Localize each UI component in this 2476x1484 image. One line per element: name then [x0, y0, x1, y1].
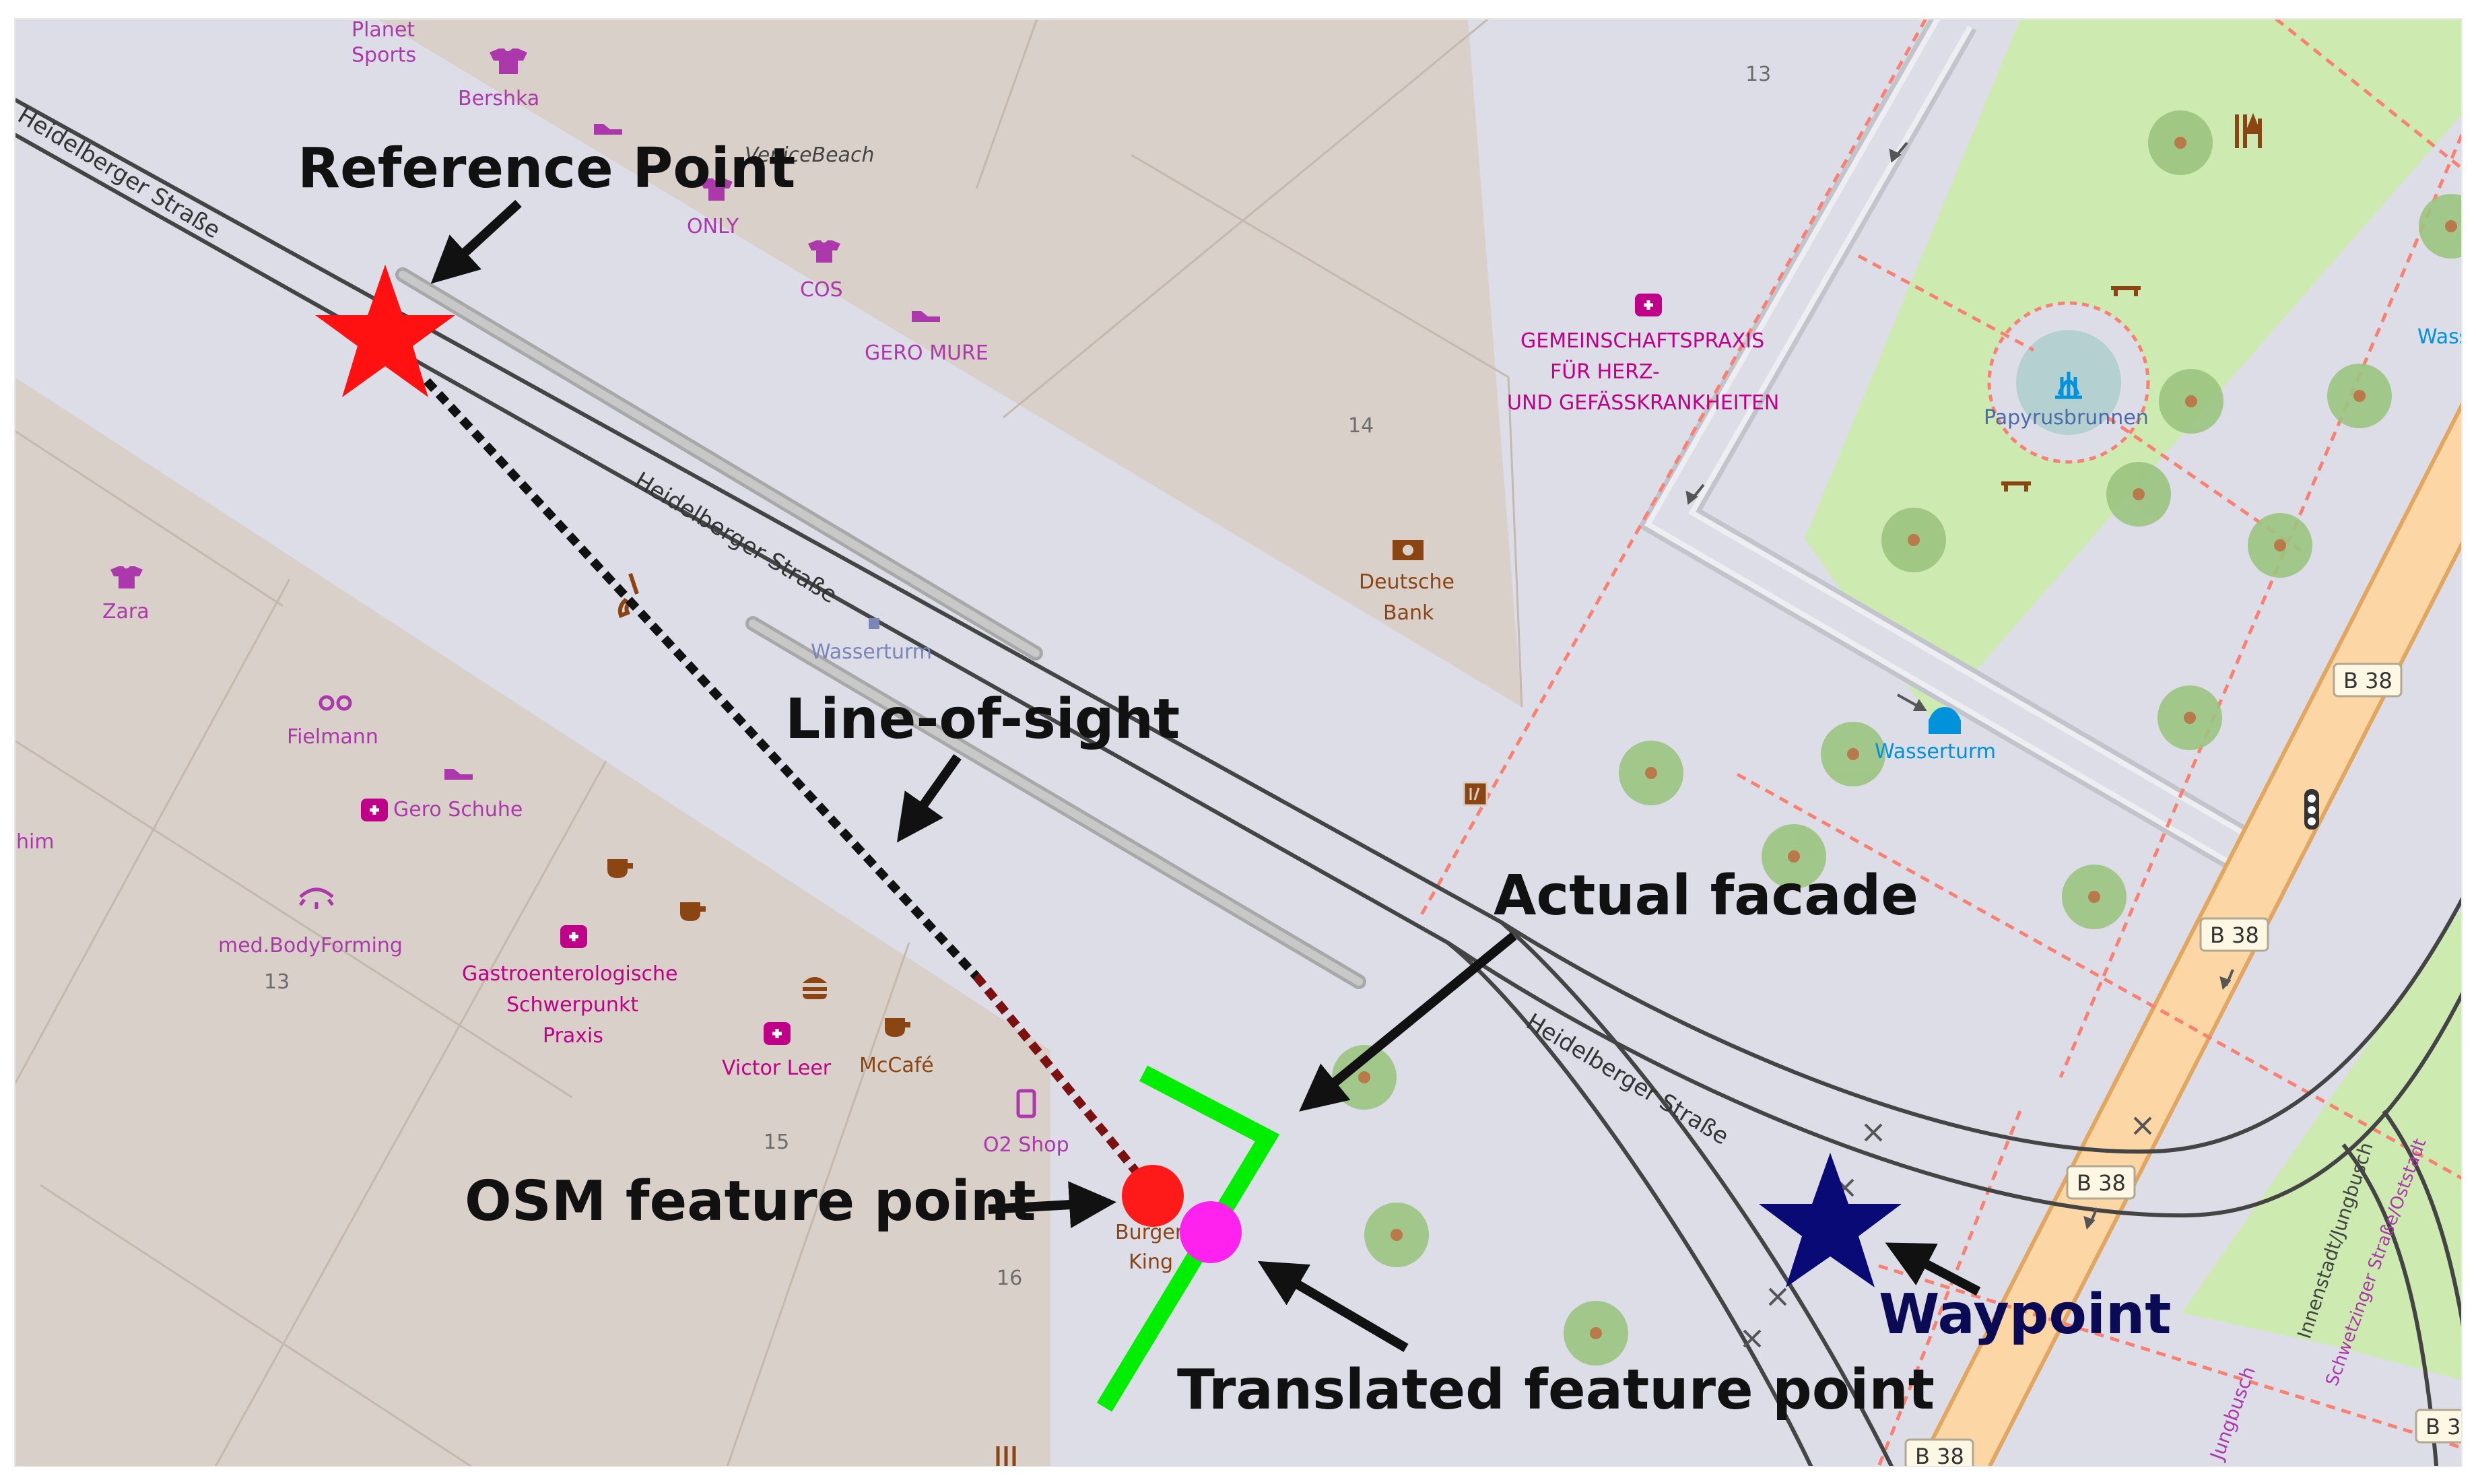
shoe-shop-icon — [594, 124, 622, 135]
poi-label: Wasserturm — [1875, 740, 1996, 764]
house-number: 15 — [764, 1131, 789, 1154]
bench-icon — [2001, 481, 2031, 492]
label-line-of-sight: Line-of-sight — [785, 687, 1180, 751]
clothes-shop-icon — [110, 566, 143, 588]
poi-icons — [110, 48, 2319, 1466]
arrow-line-of-sight — [896, 753, 962, 843]
clothes-shop-icon — [700, 178, 733, 201]
poi-label: Fielmann — [287, 725, 378, 749]
doctor-icon — [361, 799, 388, 821]
poi-label: FÜR HERZ- — [1550, 360, 1660, 384]
house-number: 16 — [997, 1267, 1022, 1290]
cafe-icon — [680, 902, 706, 921]
cafe-icon — [607, 859, 633, 878]
osm-feature-point[interactable] — [1122, 1165, 1184, 1227]
line-of-sight-near — [424, 378, 980, 980]
fast-food-icon — [803, 977, 827, 999]
traffic-signals-icon — [2304, 789, 2319, 830]
bank-icon — [1393, 540, 1424, 560]
poi-label: VeniceBeach — [745, 143, 874, 167]
restaurant-icon — [996, 1446, 1016, 1466]
poi-label: King — [1129, 1250, 1173, 1274]
road-shield: B 38 — [1904, 1438, 1974, 1469]
clothes-shop-icon — [808, 240, 840, 263]
poi-label: UND GEFÄSSKRANKHEITEN — [1507, 391, 1779, 415]
oneway-arrow-icon — [1685, 141, 2234, 1230]
poi-label: GERO MURE — [865, 341, 989, 365]
reference-point-star[interactable] — [315, 265, 455, 397]
poi-label: him — [16, 830, 55, 854]
arrow-translated-feature-point — [1257, 1260, 1409, 1353]
road-shield: B 38 — [2415, 1409, 2475, 1444]
poi-label: Zara — [102, 600, 149, 623]
line-of-sight-far — [972, 973, 1156, 1194]
tram-rail-north — [15, 98, 2462, 1154]
poi-label: Wasserturm — [811, 640, 932, 664]
house-number: 13 — [264, 970, 290, 994]
poi-label: McCafé — [859, 1054, 934, 1077]
cafe-icon — [885, 1018, 910, 1037]
road-shield: B 38 — [2199, 917, 2269, 952]
poi-label: Deutsche — [1359, 570, 1454, 594]
road-shield: B 38 — [2066, 1165, 2136, 1200]
svg-text:B 38: B 38 — [2343, 668, 2393, 694]
actual-facade — [1096, 1065, 1280, 1412]
poi-label: Praxis — [543, 1024, 603, 1048]
svg-text:B 38: B 38 — [2077, 1170, 2126, 1196]
label-waypoint: Waypoint — [1879, 1283, 2172, 1347]
beauty-icon — [299, 887, 334, 909]
poi-label: Papyrusbrunnen — [1984, 406, 2149, 430]
doctor-icon — [1635, 294, 1662, 316]
pedestrian-street — [15, 19, 2081, 1466]
bench-icon — [2111, 286, 2141, 296]
poi-label: Bershka — [458, 87, 539, 110]
label-osm-feature-point: OSM feature point — [465, 1170, 1036, 1234]
park-area-south — [2182, 909, 2462, 1380]
tram-rail-south — [15, 133, 2462, 1218]
mobile-phone-icon — [1016, 1089, 1036, 1118]
poi-label: O2 Shop — [983, 1133, 1069, 1157]
clothes-shop-icon — [490, 48, 527, 74]
translated-feature-point[interactable] — [1180, 1201, 1242, 1263]
poi-label: Bank — [1383, 601, 1434, 625]
arrow-actual-facade — [1299, 932, 1517, 1112]
poi-label: Victor Leer — [722, 1056, 832, 1080]
arrow-reference-point — [430, 199, 522, 284]
toilets-icon — [2235, 112, 2262, 148]
poi-label: Gastroenterologische — [462, 962, 677, 986]
svg-text:B 38: B 38 — [2425, 1414, 2475, 1440]
poi-label: Gero Schuhe — [393, 798, 523, 821]
arrow-waypoint — [1885, 1242, 1981, 1296]
fountain-icon — [2055, 372, 2082, 399]
road-shield: B 38 — [2333, 663, 2403, 698]
poi-label: med.BodyForming — [218, 934, 403, 957]
label-actual-facade: Actual facade — [1494, 864, 1918, 928]
svg-text:B 38: B 38 — [2210, 922, 2259, 948]
poi-label: COS — [800, 278, 843, 302]
label-reference-point: Reference Point — [298, 137, 795, 201]
waypoint-star[interactable] — [1759, 1153, 1902, 1287]
taxi-icon — [1929, 707, 1961, 734]
atm-icon — [1463, 781, 1488, 807]
label-translated-feature-point: Translated feature point — [1177, 1358, 1935, 1422]
water-tower-icon — [869, 618, 879, 629]
house-number: 13 — [1745, 63, 1771, 86]
poi-label: Schwerpunkt — [506, 993, 638, 1017]
doctor-icon — [764, 1022, 791, 1045]
svg-text:B 38: B 38 — [1915, 1444, 1964, 1469]
telephone-icon — [617, 573, 639, 618]
shoe-shop-icon — [912, 311, 940, 322]
poi-label: ONLY — [687, 215, 739, 238]
poi-label: GEMEINSCHAFTSPRAXIS — [1520, 329, 1764, 353]
house-number: 14 — [1348, 414, 1374, 438]
shoe-shop-icon — [444, 769, 473, 780]
doctor-icon — [560, 925, 587, 948]
poi-label: Wass — [2417, 325, 2469, 349]
arrow-osm-feature-point — [988, 1181, 1116, 1229]
glasses-icon — [319, 695, 352, 711]
trees — [1332, 110, 2462, 1365]
